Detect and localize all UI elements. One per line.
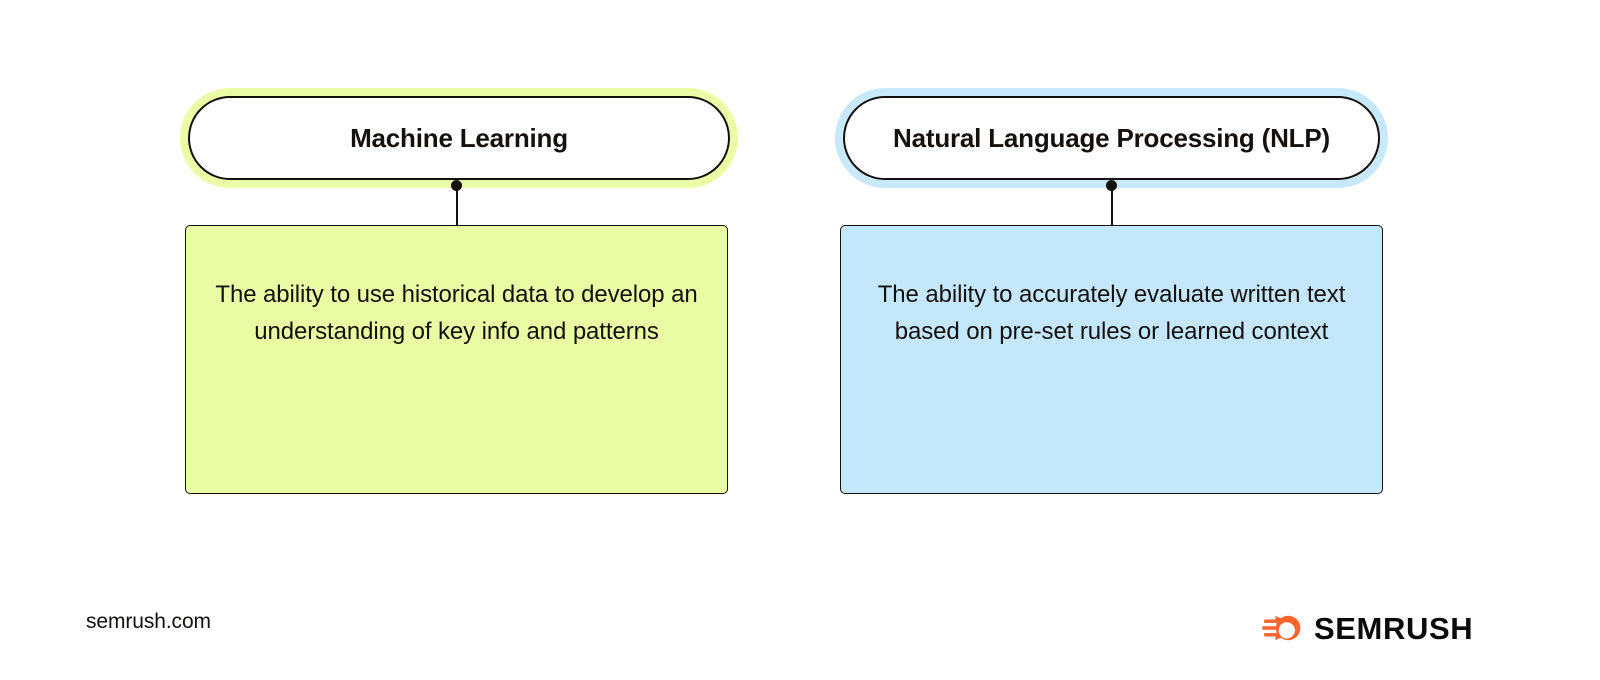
- pill-label-nlp: Natural Language Processing (NLP): [893, 122, 1330, 153]
- concept-column-machine-learning: Machine Learning The ability to use hist…: [180, 88, 738, 494]
- footer-url: semrush.com: [86, 610, 211, 633]
- connector-line-machine-learning: [455, 185, 458, 227]
- description-text-nlp: The ability to accurately evaluate writt…: [877, 281, 1346, 345]
- description-text-machine-learning: The ability to use historical data to de…: [215, 281, 698, 345]
- pill-label-machine-learning: Machine Learning: [350, 122, 568, 153]
- description-box-nlp: The ability to accurately evaluate writt…: [840, 225, 1383, 494]
- concept-column-nlp: Natural Language Processing (NLP) The ab…: [655, 0, 1600, 680]
- semrush-comet-icon: [1262, 615, 1301, 641]
- pill-body-nlp: Natural Language Processing (NLP): [843, 96, 1380, 180]
- description-box-machine-learning: The ability to use historical data to de…: [185, 225, 728, 494]
- pill-nlp[interactable]: Natural Language Processing (NLP): [835, 88, 1388, 188]
- pill-body-machine-learning: Machine Learning: [188, 96, 730, 180]
- semrush-wordmark: SEMRUSH: [1314, 610, 1474, 646]
- pill-machine-learning[interactable]: Machine Learning: [180, 88, 738, 188]
- connector-line-nlp: [1110, 185, 1113, 227]
- semrush-logo: SEMRUSH: [1262, 608, 1473, 648]
